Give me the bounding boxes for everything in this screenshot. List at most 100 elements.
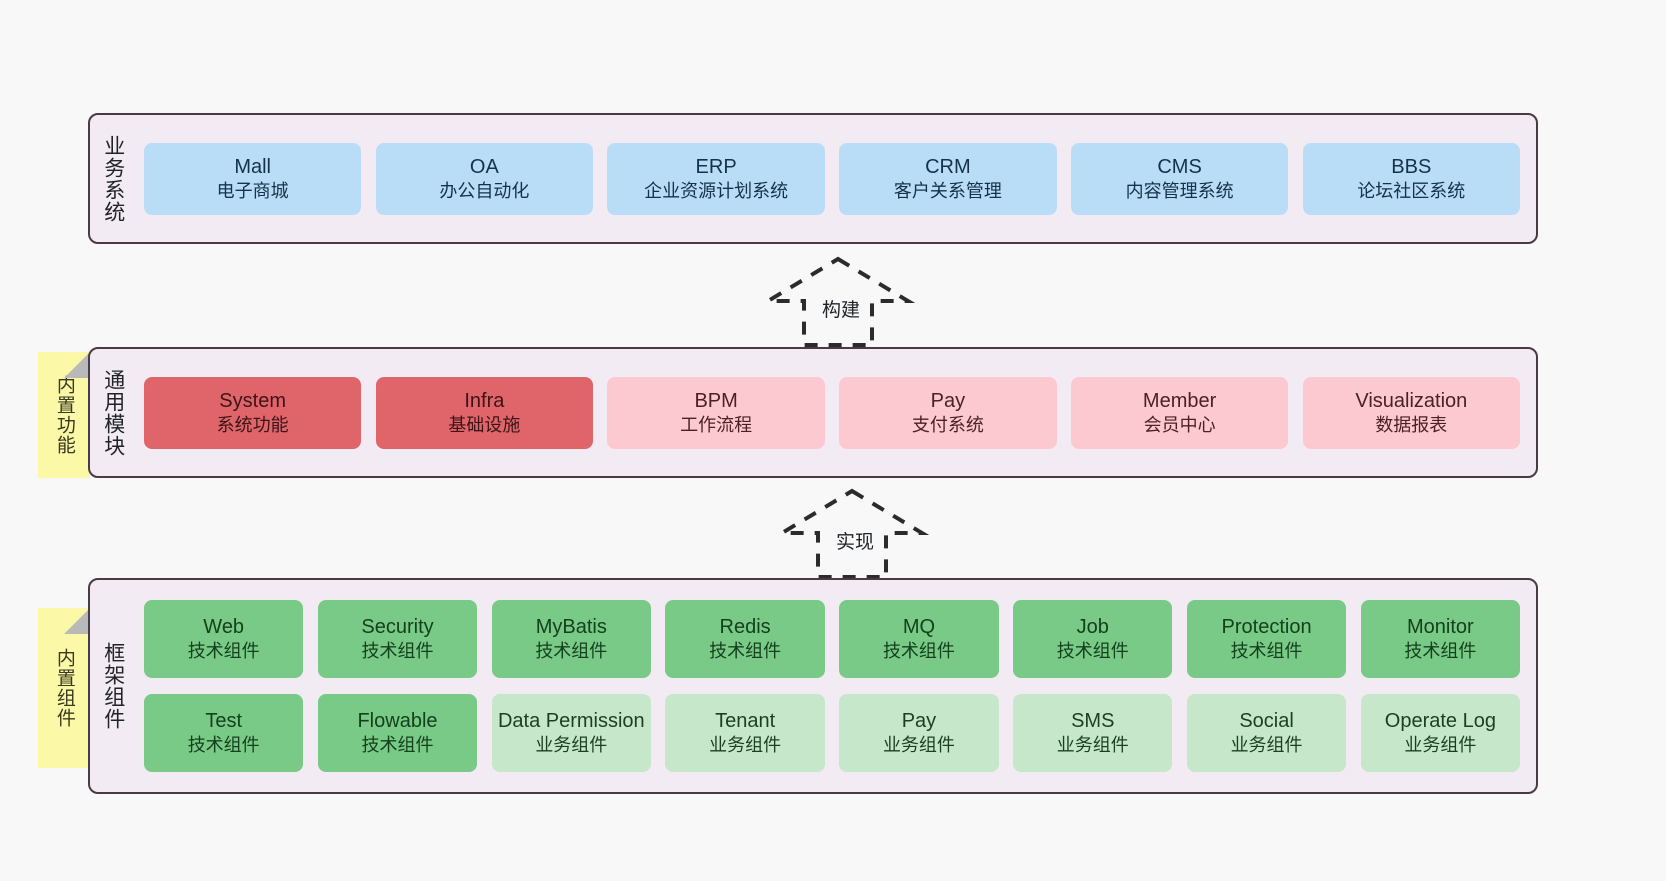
node-title: Data Permission xyxy=(497,710,645,733)
node-subtitle: 技术组件 xyxy=(1230,641,1303,662)
node-title: CRM xyxy=(925,155,971,178)
node-pay-module[interactable]: Pay 支付系统 xyxy=(839,376,1057,449)
node-title: BPM xyxy=(694,389,738,412)
node-subtitle: 会员中心 xyxy=(1143,414,1216,435)
business-node-row: Mall 电子商城 OA 办公自动化 ERP 企业资源计划系统 CRM 客户关系… xyxy=(144,142,1520,215)
node-tenant[interactable]: Tenant 业务组件 xyxy=(665,694,825,772)
node-subtitle: 业务组件 xyxy=(1404,735,1477,756)
node-security[interactable]: Security 技术组件 xyxy=(317,600,478,678)
node-subtitle: 技术组件 xyxy=(882,641,955,662)
dashed-up-arrow-icon xyxy=(760,256,916,347)
node-subtitle: 业务组件 xyxy=(1056,735,1129,756)
node-flowable[interactable]: Flowable 技术组件 xyxy=(317,694,478,772)
node-mq[interactable]: MQ 技术组件 xyxy=(839,600,999,678)
node-title: MQ xyxy=(902,616,936,639)
node-mall[interactable]: Mall 电子商城 xyxy=(144,142,362,215)
node-title: Pay xyxy=(930,389,966,412)
layer-body-business: Mall 电子商城 OA 办公自动化 ERP 企业资源计划系统 CRM 客户关系… xyxy=(136,115,1536,242)
node-member[interactable]: Member 会员中心 xyxy=(1070,376,1289,449)
node-subtitle: 技术组件 xyxy=(1404,641,1477,662)
node-title: Web xyxy=(203,616,245,639)
connector-label-implement: 实现 xyxy=(834,527,877,554)
node-title: Flowable xyxy=(357,710,438,733)
node-subtitle: 技术组件 xyxy=(187,641,260,662)
layer-caption-common: 通用模块 xyxy=(101,368,125,457)
node-infra[interactable]: Infra 基础设施 xyxy=(375,376,594,449)
node-redis[interactable]: Redis 技术组件 xyxy=(665,600,825,678)
node-subtitle: 办公自动化 xyxy=(439,180,530,201)
node-title: SMS xyxy=(1071,710,1115,733)
node-web[interactable]: Web 技术组件 xyxy=(144,600,304,678)
layer-body-framework: Web 技术组件 Security 技术组件 MyBatis 技术组件 Redi… xyxy=(136,580,1536,792)
node-crm[interactable]: CRM 客户关系管理 xyxy=(839,142,1057,215)
node-operate-log[interactable]: Operate Log 业务组件 xyxy=(1360,694,1521,772)
node-subtitle: 基础设施 xyxy=(448,414,521,435)
sticky-note-builtin-component: 内置组件 xyxy=(38,608,90,768)
layer-caption-framework: 框架组件 xyxy=(101,642,125,730)
node-oa[interactable]: OA 办公自动化 xyxy=(375,142,594,215)
node-protection[interactable]: Protection 技术组件 xyxy=(1186,600,1347,678)
layer-business-systems: 业务系统 Mall 电子商城 OA 办公自动化 ERP 企业资源计划系统 CRM… xyxy=(88,113,1538,244)
node-title: CMS xyxy=(1157,155,1202,178)
node-subtitle: 企业资源计划系统 xyxy=(644,180,789,201)
node-title: MyBatis xyxy=(535,616,607,639)
node-monitor[interactable]: Monitor 技术组件 xyxy=(1360,600,1521,678)
node-subtitle: 数据报表 xyxy=(1375,414,1448,435)
node-test[interactable]: Test 技术组件 xyxy=(144,694,304,772)
node-title: System xyxy=(219,389,286,412)
dashed-up-arrow-icon xyxy=(774,488,930,579)
node-social[interactable]: Social 业务组件 xyxy=(1186,694,1347,772)
framework-node-row-1: Web 技术组件 Security 技术组件 MyBatis 技术组件 Redi… xyxy=(144,600,1521,678)
node-subtitle: 技术组件 xyxy=(535,641,608,662)
layer-caption-business: 业务系统 xyxy=(101,134,125,223)
node-title: ERP xyxy=(695,155,737,178)
node-title: BBS xyxy=(1391,155,1432,178)
node-subtitle: 技术组件 xyxy=(361,641,434,662)
node-subtitle: 论坛社区系统 xyxy=(1357,180,1466,201)
node-pay-component[interactable]: Pay 业务组件 xyxy=(839,694,999,772)
connector-build: 构建 xyxy=(758,255,918,347)
node-job[interactable]: Job 技术组件 xyxy=(1013,600,1173,678)
node-title: Member xyxy=(1142,389,1217,412)
node-title: Pay xyxy=(901,710,937,733)
common-node-row: System 系统功能 Infra 基础设施 BPM 工作流程 Pay 支付系统… xyxy=(144,376,1520,449)
node-visualization[interactable]: Visualization 数据报表 xyxy=(1302,376,1520,449)
layer-body-common: System 系统功能 Infra 基础设施 BPM 工作流程 Pay 支付系统… xyxy=(136,349,1536,476)
node-subtitle: 业务组件 xyxy=(535,735,608,756)
node-subtitle: 工作流程 xyxy=(680,414,753,435)
node-subtitle: 技术组件 xyxy=(709,641,782,662)
node-title: Job xyxy=(1076,616,1109,639)
framework-node-row-2: Test 技术组件 Flowable 技术组件 Data Permission … xyxy=(144,694,1521,772)
connector-label-build: 构建 xyxy=(820,295,863,322)
node-subtitle: 技术组件 xyxy=(187,735,260,756)
node-title: Security xyxy=(361,616,434,639)
node-bpm[interactable]: BPM 工作流程 xyxy=(607,376,825,449)
node-title: Tenant xyxy=(715,710,776,733)
sticky-note-builtin-function: 内置功能 xyxy=(38,352,90,478)
node-title: Redis xyxy=(719,616,771,639)
node-subtitle: 技术组件 xyxy=(1056,641,1129,662)
node-data-permission[interactable]: Data Permission 业务组件 xyxy=(491,694,651,772)
node-title: Mall xyxy=(234,155,271,178)
node-subtitle: 系统功能 xyxy=(216,414,289,435)
node-erp[interactable]: ERP 企业资源计划系统 xyxy=(607,142,825,215)
node-subtitle: 支付系统 xyxy=(911,414,984,435)
node-title: Monitor xyxy=(1407,616,1474,639)
node-title: Test xyxy=(205,710,243,733)
node-title: Protection xyxy=(1221,616,1312,639)
node-subtitle: 业务组件 xyxy=(1230,735,1303,756)
node-sms[interactable]: SMS 业务组件 xyxy=(1013,694,1173,772)
node-bbs[interactable]: BBS 论坛社区系统 xyxy=(1302,142,1520,215)
node-system[interactable]: System 系统功能 xyxy=(144,376,362,449)
node-title: Infra xyxy=(464,389,505,412)
node-subtitle: 客户关系管理 xyxy=(893,180,1002,201)
node-mybatis[interactable]: MyBatis 技术组件 xyxy=(491,600,651,678)
connector-implement: 实现 xyxy=(772,487,932,579)
node-title: OA xyxy=(469,155,499,178)
layer-common-modules: 通用模块 System 系统功能 Infra 基础设施 BPM 工作流程 Pay… xyxy=(88,347,1538,478)
node-subtitle: 技术组件 xyxy=(361,735,434,756)
node-subtitle: 业务组件 xyxy=(709,735,782,756)
node-subtitle: 内容管理系统 xyxy=(1125,180,1234,201)
node-cms[interactable]: CMS 内容管理系统 xyxy=(1070,142,1289,215)
